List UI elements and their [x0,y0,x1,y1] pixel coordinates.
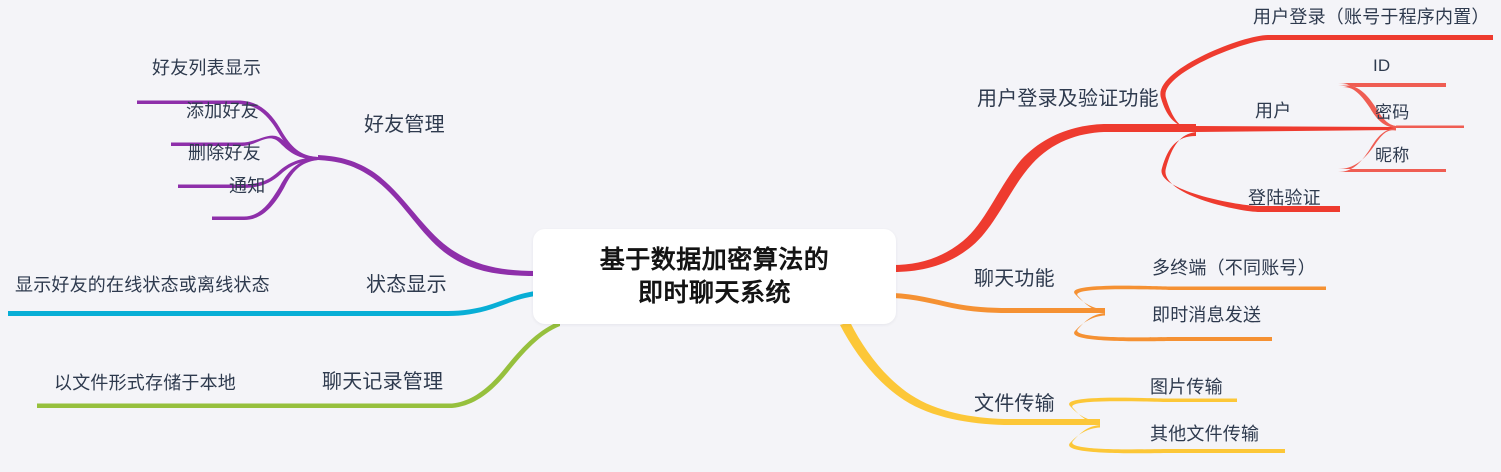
node-image-transfer[interactable]: 图片传输 [1150,377,1223,397]
node-user-id[interactable]: ID [1373,56,1391,75]
node-multi-terminal[interactable]: 多终端（不同账号） [1152,258,1316,278]
node-add-friend[interactable]: 添加好友 [186,101,259,121]
node-user-login[interactable]: 用户登录（账号于程序内置） [1253,7,1490,27]
edge-friend-management-trunk [318,155,536,276]
edge-delete-friend [178,157,318,188]
edge-user-nickname [1338,128,1446,172]
edge-group-login-verification [893,35,1493,272]
node-chat-history-management[interactable]: 聊天记录管理 [322,371,444,393]
edge-file-transfer-trunk [840,322,1100,425]
node-friend-management[interactable]: 好友管理 [364,114,445,136]
edge-group-chat-function [893,285,1326,342]
node-user[interactable]: 用户 [1255,101,1292,121]
edge-login-verification-trunk [893,124,1196,272]
edge-group-file-transfer [840,322,1285,454]
edge-group-status-display [8,291,536,316]
edge-group-chat-history [37,321,560,408]
edge-add-friend [171,135,318,160]
node-file-transfer[interactable]: 文件传输 [974,393,1055,415]
node-instant-message[interactable]: 即时消息发送 [1152,305,1262,325]
node-user-nickname[interactable]: 昵称 [1375,146,1410,165]
node-notification[interactable]: 通知 [229,176,266,196]
central-node-title: 基于数据加密算法的 即时聊天系统 [599,245,830,307]
edge-chat-history-trunk [37,321,560,408]
edge-group-friend-management [137,100,536,276]
edge-status-display-trunk [8,291,536,316]
edge-user [1196,126,1396,132]
edge-other-file-transfer [1069,425,1285,454]
node-login-verification[interactable]: 用户登录及验证功能 [977,88,1159,110]
node-friend-list-display[interactable]: 好友列表显示 [152,58,262,78]
node-other-file-transfer[interactable]: 其他文件传输 [1150,424,1260,444]
node-chat-function[interactable]: 聊天功能 [974,268,1055,290]
edge-instant-message [1074,313,1272,342]
edge-image-transfer [1069,397,1237,424]
central-node[interactable]: 基于数据加密算法的 即时聊天系统 [533,229,896,324]
edge-user-password [1396,125,1464,128]
node-user-password[interactable]: 密码 [1375,103,1410,122]
node-status-detail[interactable]: 显示好友的在线状态或离线状态 [15,275,270,295]
node-status-display[interactable]: 状态显示 [366,274,447,296]
edge-notification [212,157,318,220]
node-delete-friend[interactable]: 删除好友 [188,143,261,163]
node-login-check[interactable]: 登陆验证 [1248,188,1321,208]
edge-chat-function-trunk [893,293,1105,313]
node-chat-history-detail[interactable]: 以文件形式存储于本地 [54,373,236,393]
edge-multi-terminal [1074,285,1326,312]
